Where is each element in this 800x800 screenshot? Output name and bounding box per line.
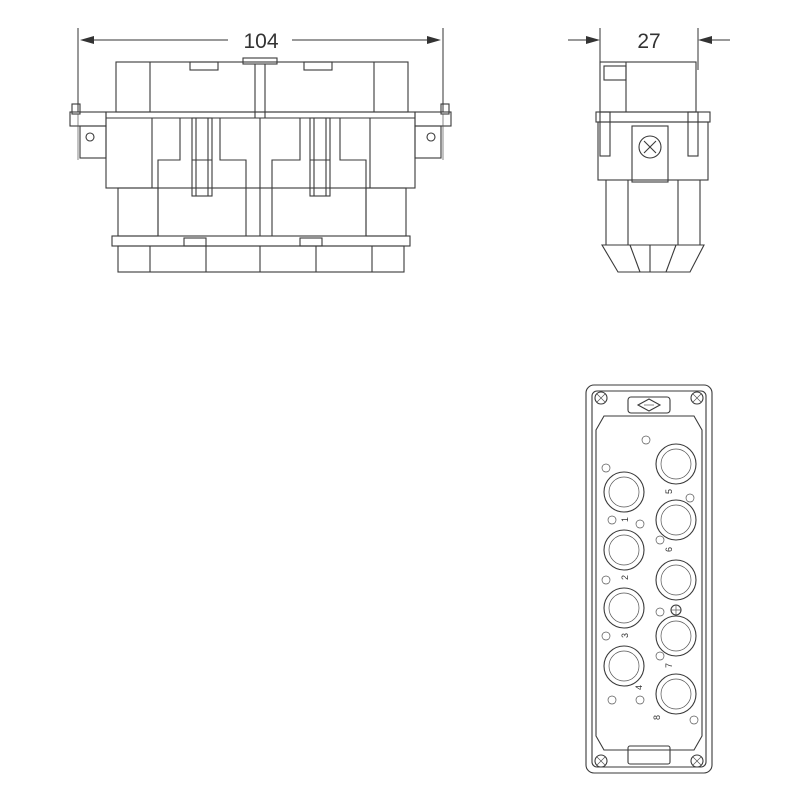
- width-dimension: 104: [77, 28, 444, 112]
- coding-hole: [635, 519, 645, 529]
- coding-hole: [601, 631, 611, 641]
- pin-label-8: 8: [652, 715, 662, 720]
- pin-label-6: 6: [664, 547, 674, 552]
- contact-cavity: [655, 499, 697, 541]
- pin-label-4: 4: [634, 685, 644, 690]
- pin-label-3: 3: [620, 633, 630, 638]
- pin-label-7: 7: [664, 663, 674, 668]
- contact-cavity: [603, 587, 645, 629]
- depth-dimension: 27: [568, 28, 730, 70]
- side-view: 27: [568, 28, 730, 273]
- width-dimension-label: 104: [243, 30, 278, 53]
- coding-hole: [655, 607, 665, 617]
- earth-symbol: [670, 604, 682, 616]
- coding-hole: [607, 695, 617, 705]
- front-view: 104: [69, 28, 452, 273]
- coding-hole: [601, 575, 611, 585]
- contact-cavity: [603, 645, 645, 687]
- coding-hole: [685, 493, 695, 503]
- coding-hole: [601, 463, 611, 473]
- contact-cavity: [655, 673, 697, 715]
- contact-cavity: [603, 529, 645, 571]
- coding-hole: [635, 695, 645, 705]
- depth-dimension-label: 27: [637, 30, 660, 53]
- contact-cavity: [655, 443, 697, 485]
- pin-labels: 1 2 3 4 5 6 7 8: [620, 489, 674, 720]
- coding-hole: [641, 435, 651, 445]
- contact-cavity: [655, 559, 697, 601]
- coding-hole: [655, 651, 665, 661]
- pin-label-2: 2: [620, 575, 630, 580]
- coding-hole: [607, 515, 617, 525]
- contact-cavity: [655, 615, 697, 657]
- pin-label-1: 1: [620, 517, 630, 522]
- coding-hole: [655, 535, 665, 545]
- pin-label-5: 5: [664, 489, 674, 494]
- manufacturer-logo: [627, 396, 671, 414]
- contact-cavity: [603, 471, 645, 513]
- coding-hole: [689, 715, 699, 725]
- contact-cavities: [601, 435, 699, 725]
- mating-face-view: 1 2 3 4 5 6 7 8: [585, 384, 713, 774]
